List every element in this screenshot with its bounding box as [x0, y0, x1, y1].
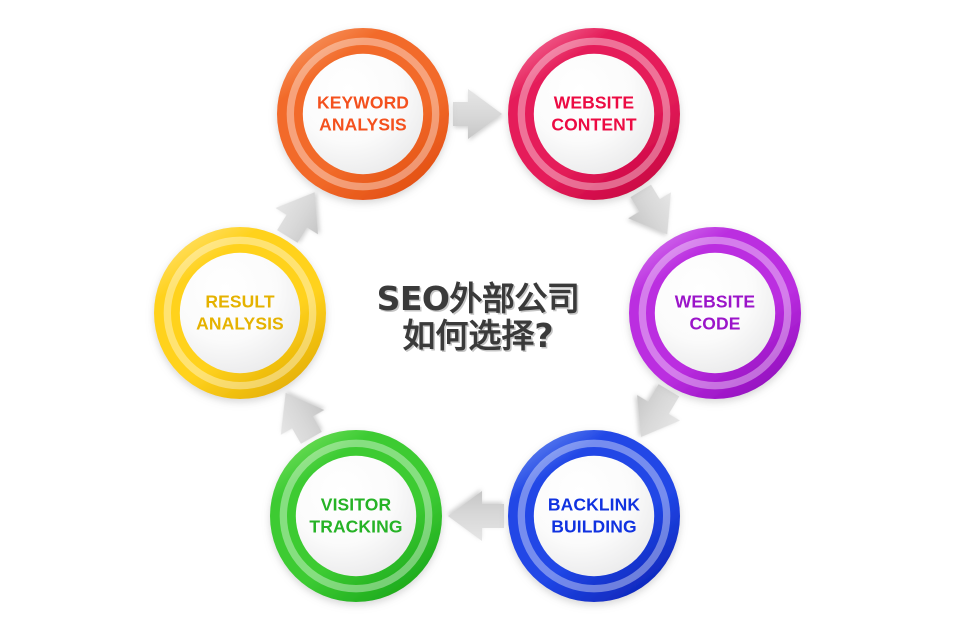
arrow-result-to-keyword	[275, 192, 319, 243]
node-ring-highlight	[286, 37, 440, 191]
node-ring-highlight	[517, 37, 671, 191]
node-inner-disc	[533, 455, 655, 577]
node-ring-highlight	[517, 439, 671, 593]
node-website-code[interactable]	[629, 227, 801, 399]
arrow-backlink-to-visitor	[448, 491, 504, 541]
node-inner-disc	[654, 252, 776, 374]
arrow-visitor-to-result	[280, 392, 325, 444]
arrow-code-to-backlink	[637, 384, 680, 437]
node-result-analysis[interactable]	[154, 227, 326, 399]
arrow-keyword-to-content	[453, 89, 502, 139]
node-ring-highlight	[163, 236, 317, 390]
center-title-line2: 如何选择?	[402, 316, 554, 355]
node-inner-disc	[302, 53, 424, 175]
node-visitor-tracking[interactable]	[270, 430, 442, 602]
arrow-content-to-code	[628, 184, 671, 235]
node-inner-disc	[179, 252, 301, 374]
nodes-layer	[154, 28, 801, 602]
center-title-line1: SEO外部公司	[376, 279, 580, 319]
arrows-layer	[275, 89, 680, 541]
node-backlink-building[interactable]	[508, 430, 680, 602]
center-title: SEO外部公司 如何选择?	[376, 279, 580, 355]
node-website-content[interactable]	[508, 28, 680, 200]
node-inner-disc	[295, 455, 417, 577]
node-inner-disc	[533, 53, 655, 175]
node-ring-highlight	[638, 236, 792, 390]
node-ring-highlight	[279, 439, 433, 593]
node-keyword-analysis[interactable]	[277, 28, 449, 200]
